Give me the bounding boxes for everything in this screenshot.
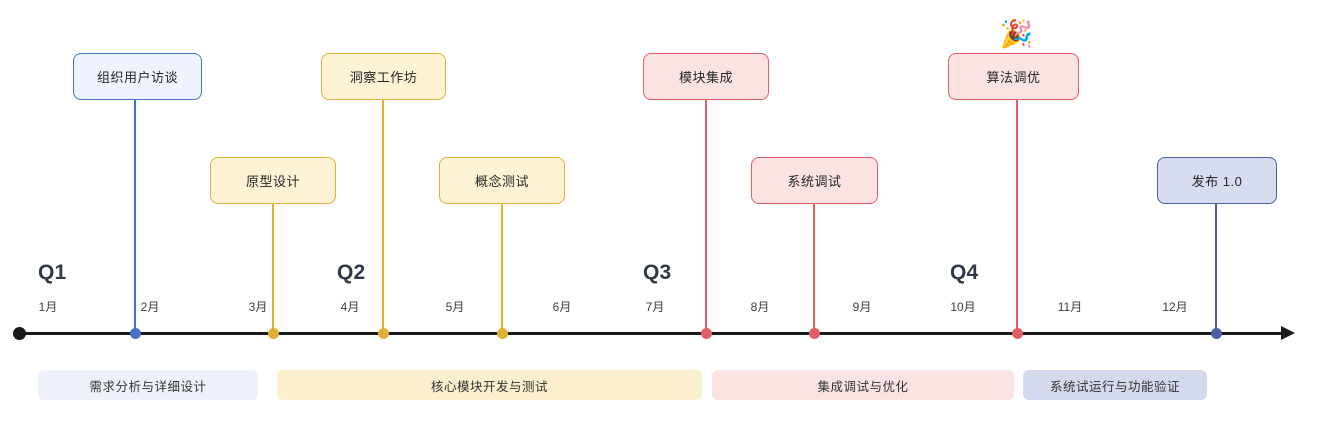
month-label: 6月 [552, 300, 572, 314]
milestone-box[interactable]: 洞察工作坊 [321, 53, 446, 100]
quarter-label-q1: Q1 [38, 261, 67, 284]
month-label: 3月 [248, 300, 268, 314]
quarter-label-q2: Q2 [337, 261, 366, 284]
month-label: 12月 [1162, 300, 1188, 314]
milestone-dot[interactable] [377, 327, 389, 339]
milestone-connector [134, 100, 136, 334]
milestone-box[interactable]: 概念测试 [439, 157, 565, 204]
month-label: 9月 [852, 300, 872, 314]
milestone-dot[interactable] [267, 327, 279, 339]
quarter-label-q4: Q4 [950, 261, 979, 284]
party-popper-icon: 🎉 [999, 19, 1034, 49]
quarter-label-q3: Q3 [643, 261, 672, 284]
milestone-connector [501, 204, 503, 334]
timeline-axis-arrow-icon [1281, 326, 1295, 340]
milestone-connector [705, 100, 707, 334]
milestone-dot[interactable] [496, 327, 508, 339]
milestone-connector [813, 204, 815, 334]
milestone-connector [1215, 204, 1217, 334]
milestone-dot[interactable] [1011, 327, 1023, 339]
milestone-connector [382, 100, 384, 334]
timeline-axis-line [20, 332, 1285, 335]
milestone-connector [1016, 100, 1018, 334]
milestone-dot[interactable] [129, 327, 141, 339]
phase-bar[interactable]: 核心模块开发与测试 [277, 370, 702, 400]
milestone-dot[interactable] [1210, 327, 1222, 339]
month-label: 8月 [750, 300, 770, 314]
milestone-box[interactable]: 模块集成 [643, 53, 769, 100]
month-label: 1月 [38, 300, 58, 314]
milestone-box[interactable]: 组织用户访谈 [73, 53, 202, 100]
milestone-connector [272, 204, 274, 334]
phase-bar[interactable]: 需求分析与详细设计 [38, 370, 258, 400]
milestone-box[interactable]: 算法调优 [948, 53, 1079, 100]
month-label: 2月 [140, 300, 160, 314]
milestone-dot[interactable] [700, 327, 712, 339]
phase-bar[interactable]: 系统试运行与功能验证 [1023, 370, 1207, 400]
milestone-dot[interactable] [808, 327, 820, 339]
month-label: 10月 [950, 300, 976, 314]
month-label: 4月 [340, 300, 360, 314]
month-label: 7月 [645, 300, 665, 314]
timeline-start-dot [13, 327, 26, 340]
month-label: 11月 [1057, 300, 1083, 314]
milestone-box[interactable]: 原型设计 [210, 157, 336, 204]
milestone-box[interactable]: 系统调试 [751, 157, 878, 204]
milestone-box[interactable]: 发布 1.0 [1157, 157, 1277, 204]
phase-bar[interactable]: 集成调试与优化 [712, 370, 1014, 400]
month-label: 5月 [445, 300, 465, 314]
